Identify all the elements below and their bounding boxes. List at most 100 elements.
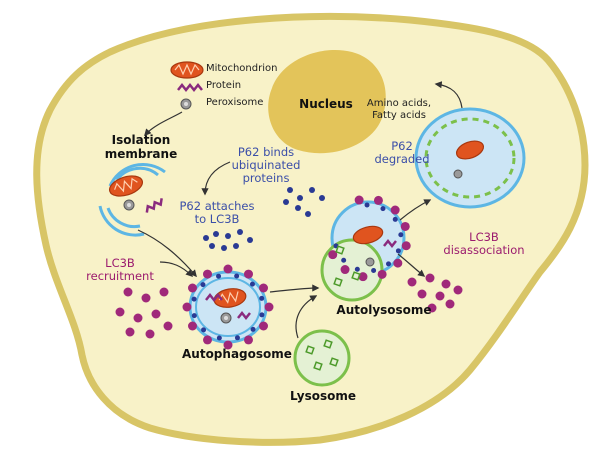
arrow-autophagosome-to-autolysosome	[269, 284, 320, 293]
arrow-lc3b-recruitment	[159, 261, 194, 278]
p62-bound-molecule	[201, 327, 207, 333]
lc3b-molecule	[407, 277, 417, 287]
lc3b-recruitment-label: LC3B recruitment	[86, 256, 154, 284]
lc3b-molecule	[163, 321, 173, 331]
p62-molecule	[247, 237, 253, 243]
p62-bound-molecule	[371, 268, 377, 274]
lc3b-molecule	[151, 309, 161, 319]
degraded-vesicle	[414, 107, 526, 209]
arrows	[137, 81, 463, 339]
p62-bound-molecule	[386, 261, 392, 267]
lysosomal-enzyme	[323, 339, 333, 349]
p62-molecule	[295, 205, 301, 211]
lc3b-molecule	[417, 289, 427, 299]
p62-bound-molecule	[234, 335, 240, 341]
lc3b-molecule	[133, 313, 143, 323]
lysosomal-enzyme	[335, 245, 345, 255]
p62-molecule	[237, 229, 243, 235]
p62-bound-molecule	[395, 248, 401, 254]
lc3b-molecule	[141, 293, 151, 303]
lc3b-molecule	[435, 291, 445, 301]
p62-molecule	[225, 233, 231, 239]
lc3b-bound-molecule	[358, 272, 368, 282]
lc3b-molecule	[145, 329, 155, 339]
p62-bound-molecule	[341, 257, 347, 263]
p62-bound-molecule	[249, 281, 255, 287]
p62-bound-molecule	[380, 206, 386, 212]
legend-peroxisome-icon	[180, 98, 192, 110]
lc3b-molecule	[115, 307, 125, 317]
legend-peroxisome-label: Peroxisome	[206, 97, 264, 108]
p62-bound-molecule	[216, 335, 222, 341]
lc3b-molecule	[425, 273, 435, 283]
lysosomal-enzyme	[313, 361, 323, 371]
legend	[170, 61, 204, 110]
nucleus-label: Nucleus	[299, 97, 353, 111]
arrow-legend-to-membrane	[144, 111, 183, 137]
arrow-lysosome-up	[295, 295, 318, 339]
p62-molecule	[203, 235, 209, 241]
lysosome-label: Lysosome	[289, 389, 357, 403]
lysosome	[293, 329, 351, 387]
lc3b-bound-molecule	[400, 221, 410, 231]
lc3b-molecule	[159, 287, 169, 297]
p62-binds-label: P62 binds ubiquinated proteins	[231, 145, 301, 186]
p62-bound-molecule	[191, 296, 197, 302]
molecule-layer	[115, 187, 463, 371]
lc3b-bound-molecule	[223, 264, 233, 274]
p62-bound-molecule	[259, 312, 265, 318]
arrow-amino-acids	[434, 81, 463, 109]
p62-molecule	[287, 187, 293, 193]
p62-bound-molecule	[398, 232, 404, 238]
p62-bound-molecule	[200, 282, 206, 288]
p62-bound-molecule	[392, 216, 398, 222]
lysosomal-enzyme	[351, 271, 361, 281]
lc3b-molecule	[427, 303, 437, 313]
arrow-to-degraded	[399, 199, 432, 221]
p62-molecule	[319, 195, 325, 201]
arrow-p62-binds	[201, 161, 231, 196]
lc3b-bound-molecule	[259, 283, 269, 293]
p62-molecule	[309, 187, 315, 193]
lc3b-disassociation-label: LC3B disassociation	[443, 230, 525, 258]
lc3b-bound-molecule	[373, 195, 383, 205]
lysosomal-enzyme	[333, 277, 343, 287]
isolation-membrane-label: Isolation membrane	[104, 133, 178, 161]
p62-molecule	[233, 243, 239, 249]
lysosomal-enzyme	[305, 345, 315, 355]
p62-bound-molecule	[354, 266, 360, 272]
lc3b-molecule	[125, 327, 135, 337]
lc3b-molecule	[445, 299, 455, 309]
nucleus	[268, 49, 386, 154]
legend-protein-label: Protein	[206, 80, 242, 91]
p62-bound-molecule	[216, 273, 222, 279]
p62-bound-molecule	[234, 273, 240, 279]
p62-molecule	[209, 243, 215, 249]
p62-molecule	[213, 231, 219, 237]
lc3b-molecule	[453, 285, 463, 295]
lc3b-bound-molecule	[182, 302, 192, 312]
lc3b-bound-molecule	[203, 335, 212, 345]
lc3b-bound-molecule	[393, 258, 403, 268]
p62-molecule	[283, 199, 289, 205]
lc3b-bound-molecule	[328, 250, 338, 260]
legend-mitochondrion-icon	[170, 61, 204, 79]
lc3b-bound-molecule	[244, 335, 253, 345]
p62-bound-molecule	[259, 295, 265, 301]
lc3b-bound-molecule	[223, 340, 233, 350]
p62-molecule	[305, 211, 311, 217]
lc3b-bound-molecule	[354, 195, 364, 205]
lc3b-molecule	[441, 279, 451, 289]
p62-molecule	[221, 245, 227, 251]
lc3b-bound-molecule	[244, 269, 253, 279]
lysosomal-enzyme	[329, 357, 339, 367]
isolation-membrane	[98, 162, 166, 237]
p62-bound-molecule	[191, 313, 197, 319]
amino-acids-label: Amino acids, Fatty acids	[366, 98, 432, 121]
lc3b-bound-molecule	[377, 269, 387, 279]
lc3b-bound-molecule	[340, 265, 350, 275]
lc3b-bound-molecule	[264, 302, 274, 312]
lc3b-bound-molecule	[187, 283, 197, 293]
